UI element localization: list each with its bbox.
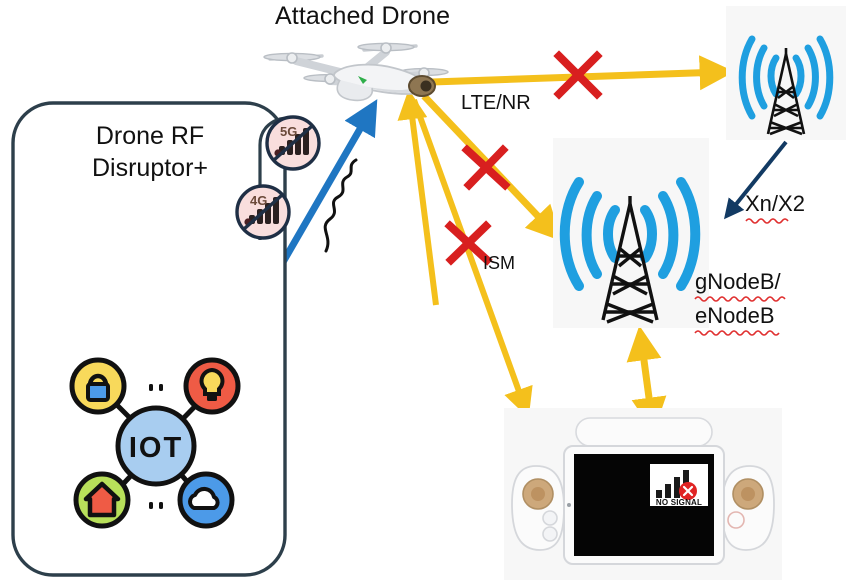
- gnodeb-tower-middle: [553, 138, 709, 328]
- attached-drone-image: [263, 42, 449, 102]
- link-xn-x2: [723, 140, 788, 220]
- gnodeb-tower-top: [726, 6, 846, 140]
- label-xn-x2-text: Xn/X2: [745, 191, 805, 216]
- label-gnodeb-line2: eNodeB: [695, 302, 775, 328]
- iot-hub-label: IOT: [129, 432, 183, 464]
- label-lte-nr: LTE/NR: [461, 92, 531, 114]
- spellcheck-underline-enodeb: [694, 329, 780, 336]
- iot-node-lock[interactable]: [69, 357, 127, 415]
- rf-squiggle-icon: [323, 158, 358, 253]
- 5g-badge-text: 5G: [280, 124, 297, 139]
- attached-drone-title: Attached Drone: [275, 2, 451, 30]
- drone-rf-disruptor-box: [11, 101, 287, 577]
- disruptor-title-line1: Drone RF: [95, 122, 205, 150]
- 4g-badge-text: 4G: [250, 193, 267, 208]
- no-signal-label: NO SIGNAL: [656, 498, 702, 507]
- link-drone-to-controller: [411, 98, 533, 419]
- spellcheck-underline-gnodeb: [694, 296, 786, 302]
- label-gnodeb: gNodeB/ eNodeB: [694, 269, 786, 336]
- x-mark-ism: [444, 220, 493, 266]
- 5g-blocked-badge[interactable]: 5G: [264, 114, 322, 172]
- label-xn-x2: Xn/X2: [745, 191, 805, 224]
- spellcheck-underline-xn: [745, 218, 789, 224]
- x-mark-mid: [461, 144, 511, 191]
- disruptor-title: Drone RF Disruptor+: [12, 120, 288, 184]
- no-signal-badge: NO SIGNAL: [650, 464, 708, 507]
- label-gnodeb-line1: gNodeB/: [695, 269, 781, 294]
- x-mark-lte: [553, 50, 603, 100]
- drone-controller-tablet[interactable]: NO SIGNAL: [504, 408, 782, 580]
- disruptor-title-line2: Disruptor+: [91, 154, 208, 182]
- iot-node-home[interactable]: [73, 471, 131, 529]
- iot-node-cloud[interactable]: [177, 471, 235, 529]
- link-controller-uplink-stub: [397, 89, 439, 306]
- iot-cluster: IOT: [69, 357, 241, 529]
- iot-node-bulb[interactable]: [183, 357, 241, 415]
- 4g-blocked-badge[interactable]: 4G: [234, 183, 292, 241]
- link-tower-to-controller: [626, 325, 667, 433]
- iot-hub[interactable]: IOT: [115, 405, 197, 487]
- label-ism: ISM: [483, 253, 516, 273]
